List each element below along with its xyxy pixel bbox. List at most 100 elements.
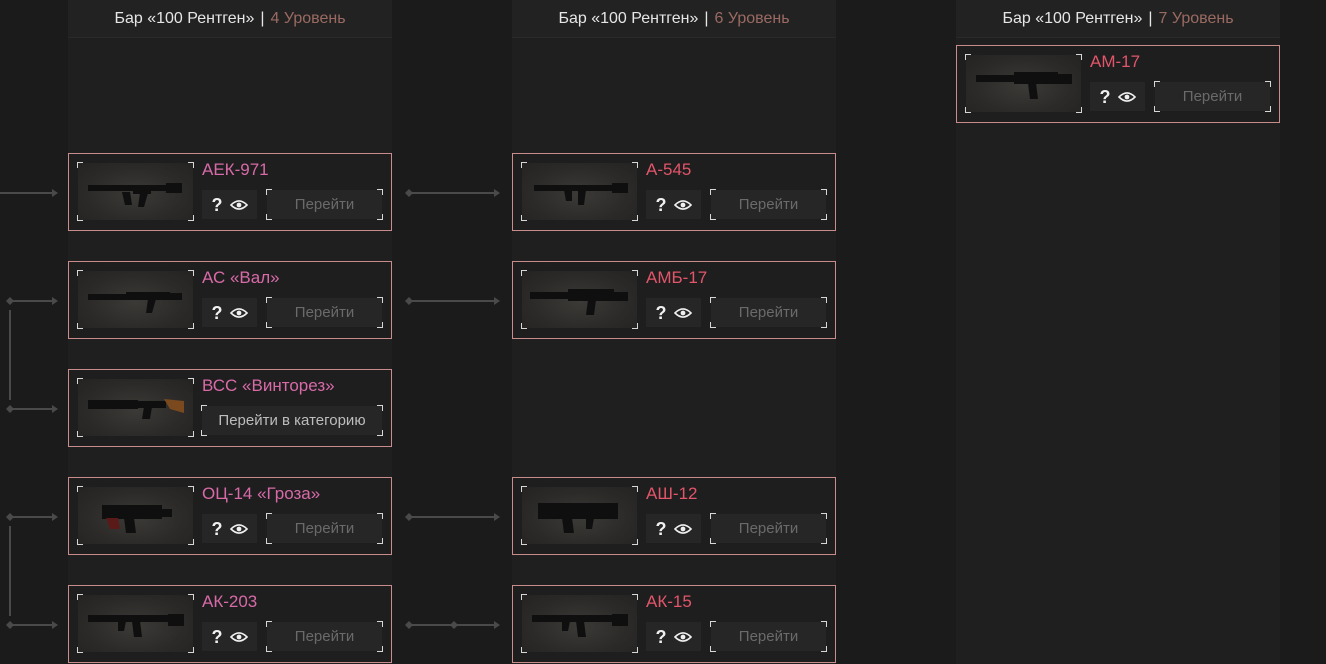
corner-bracket — [377, 538, 383, 544]
eye-icon[interactable] — [673, 199, 692, 211]
weapon-card[interactable]: АК-15 ? Перейти — [512, 585, 836, 663]
card-actions: ? — [646, 514, 701, 543]
card-actions: ? — [1090, 82, 1145, 111]
rifle-icon — [88, 399, 184, 419]
eye-icon[interactable] — [673, 631, 692, 643]
weapon-name: ВСС «Винторез» — [202, 376, 335, 395]
eye-icon[interactable] — [673, 523, 692, 535]
corner-bracket — [377, 405, 383, 411]
eye-icon[interactable] — [229, 523, 248, 535]
level-label: 4 Уровень — [270, 9, 346, 27]
corner-bracket — [821, 513, 827, 519]
help-button[interactable]: ? — [655, 518, 667, 539]
rifle-icon — [88, 614, 184, 637]
corner-bracket — [377, 621, 383, 627]
weapon-name: ОЦ-14 «Гроза» — [202, 484, 321, 503]
level-label: 7 Уровень — [1158, 9, 1234, 27]
weapon-card[interactable]: АШ-12 ? Перейти — [512, 477, 836, 555]
weapon-name: А-545 — [646, 160, 692, 179]
weapon-name: АЕК-971 — [202, 160, 269, 179]
rifle-icon — [532, 614, 628, 637]
corner-bracket — [377, 513, 383, 519]
goto-button[interactable]: Перейти — [266, 297, 383, 328]
help-button[interactable]: ? — [211, 518, 223, 539]
help-button[interactable]: ? — [211, 626, 223, 647]
corner-bracket — [821, 189, 827, 195]
header-separator: | — [1148, 9, 1153, 27]
goto-button[interactable]: Перейти — [710, 513, 827, 544]
help-button[interactable]: ? — [211, 194, 223, 215]
help-button[interactable]: ? — [655, 302, 667, 323]
corner-bracket — [201, 430, 207, 436]
goto-button[interactable]: Перейти — [710, 297, 827, 328]
goto-button[interactable]: Перейти — [710, 189, 827, 220]
goto-category-button[interactable]: Перейти в категорию — [201, 405, 383, 436]
goto-button[interactable]: Перейти — [266, 189, 383, 220]
corner-bracket — [710, 189, 716, 195]
weapon-name: АМБ-17 — [646, 268, 708, 287]
column-header: Бар «100 Рентген» | 7 Уровень — [956, 0, 1280, 38]
weapon-card[interactable]: АК-203 ? Перейти — [68, 585, 392, 663]
eye-icon[interactable] — [1117, 91, 1136, 103]
corner-bracket — [377, 430, 383, 436]
corner-bracket — [377, 646, 383, 652]
goto-button[interactable]: Перейти — [266, 513, 383, 544]
weapon-name: АК-15 — [646, 592, 692, 611]
corner-bracket — [710, 538, 716, 544]
help-button[interactable]: ? — [1099, 86, 1111, 107]
location-name: Бар «100 Рентген» — [558, 9, 699, 27]
corner-bracket — [1265, 106, 1271, 112]
column-header: Бар «100 Рентген» | 4 Уровень — [68, 0, 392, 38]
rifle-icon — [976, 72, 1072, 99]
corner-bracket — [710, 214, 716, 220]
help-button[interactable]: ? — [655, 626, 667, 647]
weapon-thumbnail — [521, 486, 638, 545]
eye-icon[interactable] — [673, 307, 692, 319]
weapon-card[interactable]: АМ-17 ? Перейти — [956, 45, 1280, 123]
eye-icon[interactable] — [229, 631, 248, 643]
corner-bracket — [710, 646, 716, 652]
weapon-card[interactable]: АМБ-17 ? Перейти — [512, 261, 836, 339]
weapon-card[interactable]: ОЦ-14 «Гроза» ? Перейти — [68, 477, 392, 555]
goto-button[interactable]: Перейти — [1154, 81, 1271, 112]
corner-bracket — [266, 214, 272, 220]
eye-icon[interactable] — [229, 307, 248, 319]
weapon-thumbnail — [521, 594, 638, 653]
weapon-thumbnail — [77, 162, 194, 221]
corner-bracket — [821, 322, 827, 328]
weapon-card[interactable]: А-545 ? Перейти — [512, 153, 836, 231]
weapon-card[interactable]: АС «Вал» ? Перейти — [68, 261, 392, 339]
corner-bracket — [377, 189, 383, 195]
rifle-icon — [538, 503, 618, 533]
weapon-thumbnail — [77, 270, 194, 329]
rifle-icon — [534, 183, 628, 205]
weapon-thumbnail — [965, 54, 1082, 113]
eye-icon[interactable] — [229, 199, 248, 211]
corner-bracket — [1265, 81, 1271, 87]
corner-bracket — [266, 621, 272, 627]
weapon-card[interactable]: АЕК-971 ? Перейти — [68, 153, 392, 231]
goto-button[interactable]: Перейти — [710, 621, 827, 652]
weapon-thumbnail — [521, 270, 638, 329]
help-button[interactable]: ? — [211, 302, 223, 323]
column-header: Бар «100 Рентген» | 6 Уровень — [512, 0, 836, 38]
card-actions: ? — [202, 514, 257, 543]
card-actions: ? — [646, 622, 701, 651]
corner-bracket — [266, 513, 272, 519]
corner-bracket — [377, 297, 383, 303]
rifle-icon — [530, 289, 628, 315]
location-name: Бар «100 Рентген» — [1002, 9, 1143, 27]
card-actions: ? — [646, 298, 701, 327]
weapon-thumbnail — [521, 162, 638, 221]
weapon-name: АШ-12 — [646, 484, 698, 503]
rifle-icon — [88, 183, 182, 207]
weapon-thumbnail — [77, 594, 194, 653]
help-button[interactable]: ? — [655, 194, 667, 215]
weapon-card[interactable]: ВСС «Винторез» Перейти в категорию — [68, 369, 392, 447]
corner-bracket — [377, 322, 383, 328]
corner-bracket — [266, 322, 272, 328]
corner-bracket — [266, 297, 272, 303]
goto-button[interactable]: Перейти — [266, 621, 383, 652]
corner-bracket — [821, 297, 827, 303]
